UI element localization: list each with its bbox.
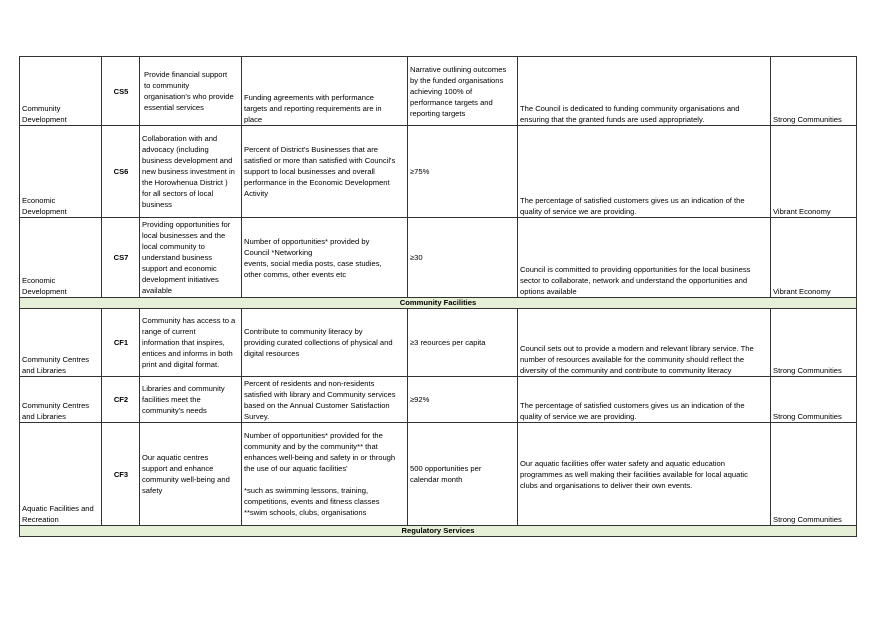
- outcome-cell: Strong Communities: [770, 56, 857, 126]
- performance-measures-table: Community Development CS5 Provide financ…: [19, 56, 857, 537]
- section-row: Regulatory Services: [19, 525, 857, 537]
- activity-cell: Economic Development: [19, 125, 102, 218]
- table-row: Community Development CS5 Provide financ…: [19, 56, 857, 126]
- measure-cell: Funding agreements with performance targ…: [241, 56, 408, 126]
- target-cell: ≥30: [407, 217, 518, 298]
- table-row: Economic Development CS7 Providing oppor…: [19, 217, 857, 298]
- activity-cell: Community Development: [19, 56, 102, 126]
- service-cell: Libraries and community facilities meet …: [139, 376, 242, 423]
- measure-cell: Percent of residents and non-residents s…: [241, 376, 408, 423]
- outcome-cell: Strong Communities: [770, 376, 857, 423]
- table-row: Aquatic Facilities and Recreation CF3 Ou…: [19, 422, 857, 526]
- table-row: Economic Development CS6 Collaboration w…: [19, 125, 857, 218]
- section-heading-regulatory-services: Regulatory Services: [19, 525, 857, 537]
- rationale-cell: The Council is dedicated to funding comm…: [517, 56, 771, 126]
- table-row: Community Centres and Libraries CF1 Comm…: [19, 308, 857, 377]
- target-cell: ≥92%: [407, 376, 518, 423]
- service-cell: Collaboration with and advocacy (includi…: [139, 125, 242, 218]
- service-cell: Our aquatic centres support and enhance …: [139, 422, 242, 526]
- target-cell: ≥75%: [407, 125, 518, 218]
- activity-cell: Community Centres and Libraries: [19, 376, 102, 423]
- measure-cell: Number of opportunities* provided by Cou…: [241, 217, 408, 298]
- code-cell: CF2: [101, 376, 140, 423]
- section-heading-community-facilities: Community Facilities: [19, 297, 857, 309]
- code-cell: CS7: [101, 217, 140, 298]
- measure-cell: Number of opportunities* provided for th…: [241, 422, 408, 526]
- rationale-cell: Council is committed to providing opport…: [517, 217, 771, 298]
- rationale-cell: The percentage of satisfied customers gi…: [517, 376, 771, 423]
- measure-cell: Percent of District's Businesses that ar…: [241, 125, 408, 218]
- service-cell: Community has access to a range of curre…: [139, 308, 242, 377]
- code-cell: CS6: [101, 125, 140, 218]
- activity-cell: Community Centres and Libraries: [19, 308, 102, 377]
- outcome-cell: Vibrant Economy: [770, 217, 857, 298]
- rationale-cell: Our aquatic facilities offer water safet…: [517, 422, 771, 526]
- outcome-cell: Vibrant Economy: [770, 125, 857, 218]
- section-row: Community Facilities: [19, 297, 857, 309]
- rationale-cell: The percentage of satisfied customers gi…: [517, 125, 771, 218]
- outcome-cell: Strong Communities: [770, 308, 857, 377]
- code-cell: CS5: [101, 56, 140, 126]
- target-cell: ≥3 reources per capita: [407, 308, 518, 377]
- target-cell: Narrative outlining outcomes by the fund…: [407, 56, 518, 126]
- measure-cell: Contribute to community literacy by prov…: [241, 308, 408, 377]
- code-cell: CF3: [101, 422, 140, 526]
- outcome-cell: Strong Communities: [770, 422, 857, 526]
- activity-cell: Economic Development: [19, 217, 102, 298]
- table-row: Community Centres and Libraries CF2 Libr…: [19, 376, 857, 423]
- activity-cell: Aquatic Facilities and Recreation: [19, 422, 102, 526]
- code-cell: CF1: [101, 308, 140, 377]
- service-cell: Provide financial support to community o…: [139, 56, 242, 126]
- rationale-cell: Council sets out to provide a modern and…: [517, 308, 771, 377]
- target-cell: 500 opportunities per calendar month: [407, 422, 518, 526]
- service-cell: Providing opportunities for local busine…: [139, 217, 242, 298]
